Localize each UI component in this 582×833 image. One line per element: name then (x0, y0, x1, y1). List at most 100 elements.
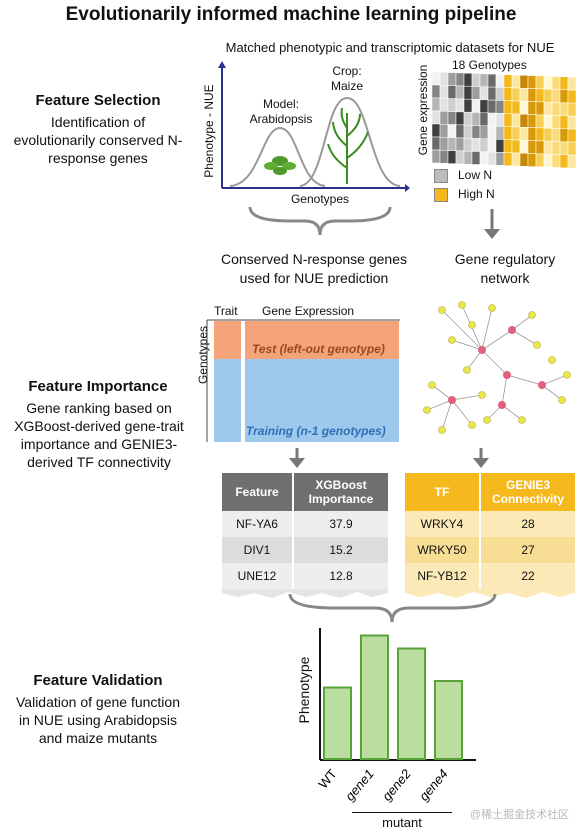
heatmap-cell (463, 72, 473, 87)
heatmap-cell (567, 89, 577, 104)
heatmap-cell (447, 85, 457, 99)
genie-cell: 27 (479, 537, 575, 563)
heatmap-cell (455, 98, 465, 113)
heatmap-cell (495, 126, 505, 140)
heatmap-cell (463, 111, 473, 126)
heatmap-cell (511, 139, 521, 154)
heatmap-cell (543, 127, 553, 142)
conserved-genes-label: Conserved N-response genes used for NUE … (221, 251, 407, 286)
heatmap-cell (559, 89, 569, 104)
heatmap-cell (479, 99, 489, 114)
high-n-swatch (434, 188, 448, 202)
network-edges (426, 304, 568, 431)
heatmap-cell (439, 98, 449, 112)
mutant-label: mutant (382, 815, 422, 830)
heatmap-genotypes-label: 18 Genotypes (452, 58, 527, 72)
heatmap-cell (527, 127, 537, 141)
arabidopsis-curve (229, 126, 326, 187)
heatmap-cell (551, 154, 561, 168)
heatmap-cell (543, 88, 553, 103)
heatmap-cell (471, 99, 481, 113)
heatmap-cell (471, 73, 481, 87)
expression-heatmap (432, 72, 577, 169)
heatmap-cell (455, 72, 465, 87)
heatmap-cell (479, 151, 489, 166)
bar-gene1 (360, 634, 389, 760)
heatmap-cell (567, 128, 577, 143)
bar-WT (323, 686, 352, 760)
brace-and-arrow (248, 206, 500, 239)
heatmap-cell (535, 140, 545, 155)
xgb-cell: 37.9 (292, 511, 388, 537)
heatmap-cell (439, 137, 449, 151)
heatmap-y-label: Gene expression (416, 64, 430, 156)
heatmap-cell (463, 85, 473, 100)
heatmap-cell (527, 114, 537, 128)
xgb-cell: UNE12 (237, 569, 277, 583)
heatmap-cell (551, 141, 561, 155)
heatmap-cell (463, 137, 473, 152)
curve-y-label: Phenotype - NUE (202, 84, 216, 178)
heatmap-cell (527, 101, 537, 115)
heatmap-cell (519, 75, 529, 89)
heatmap-cell (551, 102, 561, 116)
heatmap-cell (567, 76, 577, 91)
heatmap-cell (495, 139, 505, 153)
heatmap-cell (447, 72, 457, 86)
heatmap-cell (543, 75, 553, 90)
xgb-cell: DIV1 (243, 543, 271, 557)
genie-torn-edge (405, 589, 575, 598)
heatmap-cell (439, 72, 449, 86)
heatmap-cell (487, 138, 497, 153)
arabidopsis-icon (264, 156, 296, 175)
heatmap-cell (519, 114, 529, 128)
watermark: @稀土掘金技术社区 (470, 809, 570, 821)
heatmap-cell (479, 73, 489, 88)
maize-curve (299, 96, 401, 187)
model-label: Model: Arabidopsis (249, 97, 313, 126)
tick-label-gene4: gene4 (416, 766, 451, 803)
heatmap-cell (535, 127, 545, 142)
heatmap-cell (511, 74, 521, 89)
heatmap-cell (495, 152, 505, 166)
training-label: Training (n-1 genotypes) (246, 424, 386, 438)
heatmap-cell (511, 87, 521, 102)
tick-label-gene1: gene1 (342, 766, 377, 803)
heatmap-cell (455, 137, 465, 152)
heatmap-cell (455, 150, 465, 165)
bottom-brace (288, 593, 497, 623)
heatmap-cell (527, 88, 537, 102)
genie-cell: WRKY50 (417, 543, 467, 557)
heatmap-cell (503, 113, 513, 127)
heatmap-cell (447, 150, 457, 164)
heatmap-cell (519, 127, 529, 141)
heatmap-cell (439, 124, 449, 138)
heatmap-cell (519, 140, 529, 154)
mutant-underline (352, 812, 452, 813)
heatmap-cell (551, 128, 561, 142)
page-title: Evolutionarily informed machine learning… (65, 4, 517, 25)
heatmap-cell (463, 98, 473, 113)
heatmap-cell (535, 101, 545, 116)
test-label: Test (left-out genotype) (252, 342, 385, 356)
low-n-swatch (434, 169, 448, 183)
feature-selection-desc: Identification of evolutionarily conserv… (13, 114, 183, 166)
bar-gene2 (397, 647, 426, 760)
heatmap-cell (519, 101, 529, 115)
heatmap-cell (559, 141, 569, 156)
heatmap-cell (511, 113, 521, 128)
heatmap-cell (447, 137, 457, 151)
curve-x-label: Genotypes (290, 192, 350, 206)
xgboost-table: Feature XGBoost Importance NF-YA6 37.9 D… (222, 473, 388, 601)
heatmap-cell (495, 100, 505, 114)
heatmap-cell (487, 73, 497, 88)
xgb-torn-edge (222, 589, 388, 598)
genie-cell: 28 (479, 511, 575, 537)
xgb-header-feature: Feature (222, 473, 293, 511)
selection-brace (248, 206, 392, 236)
heatmap-cell (503, 100, 513, 114)
heatmap-cell (567, 102, 577, 117)
heatmap-cell (471, 151, 481, 165)
y-axis-arrow (218, 61, 226, 68)
